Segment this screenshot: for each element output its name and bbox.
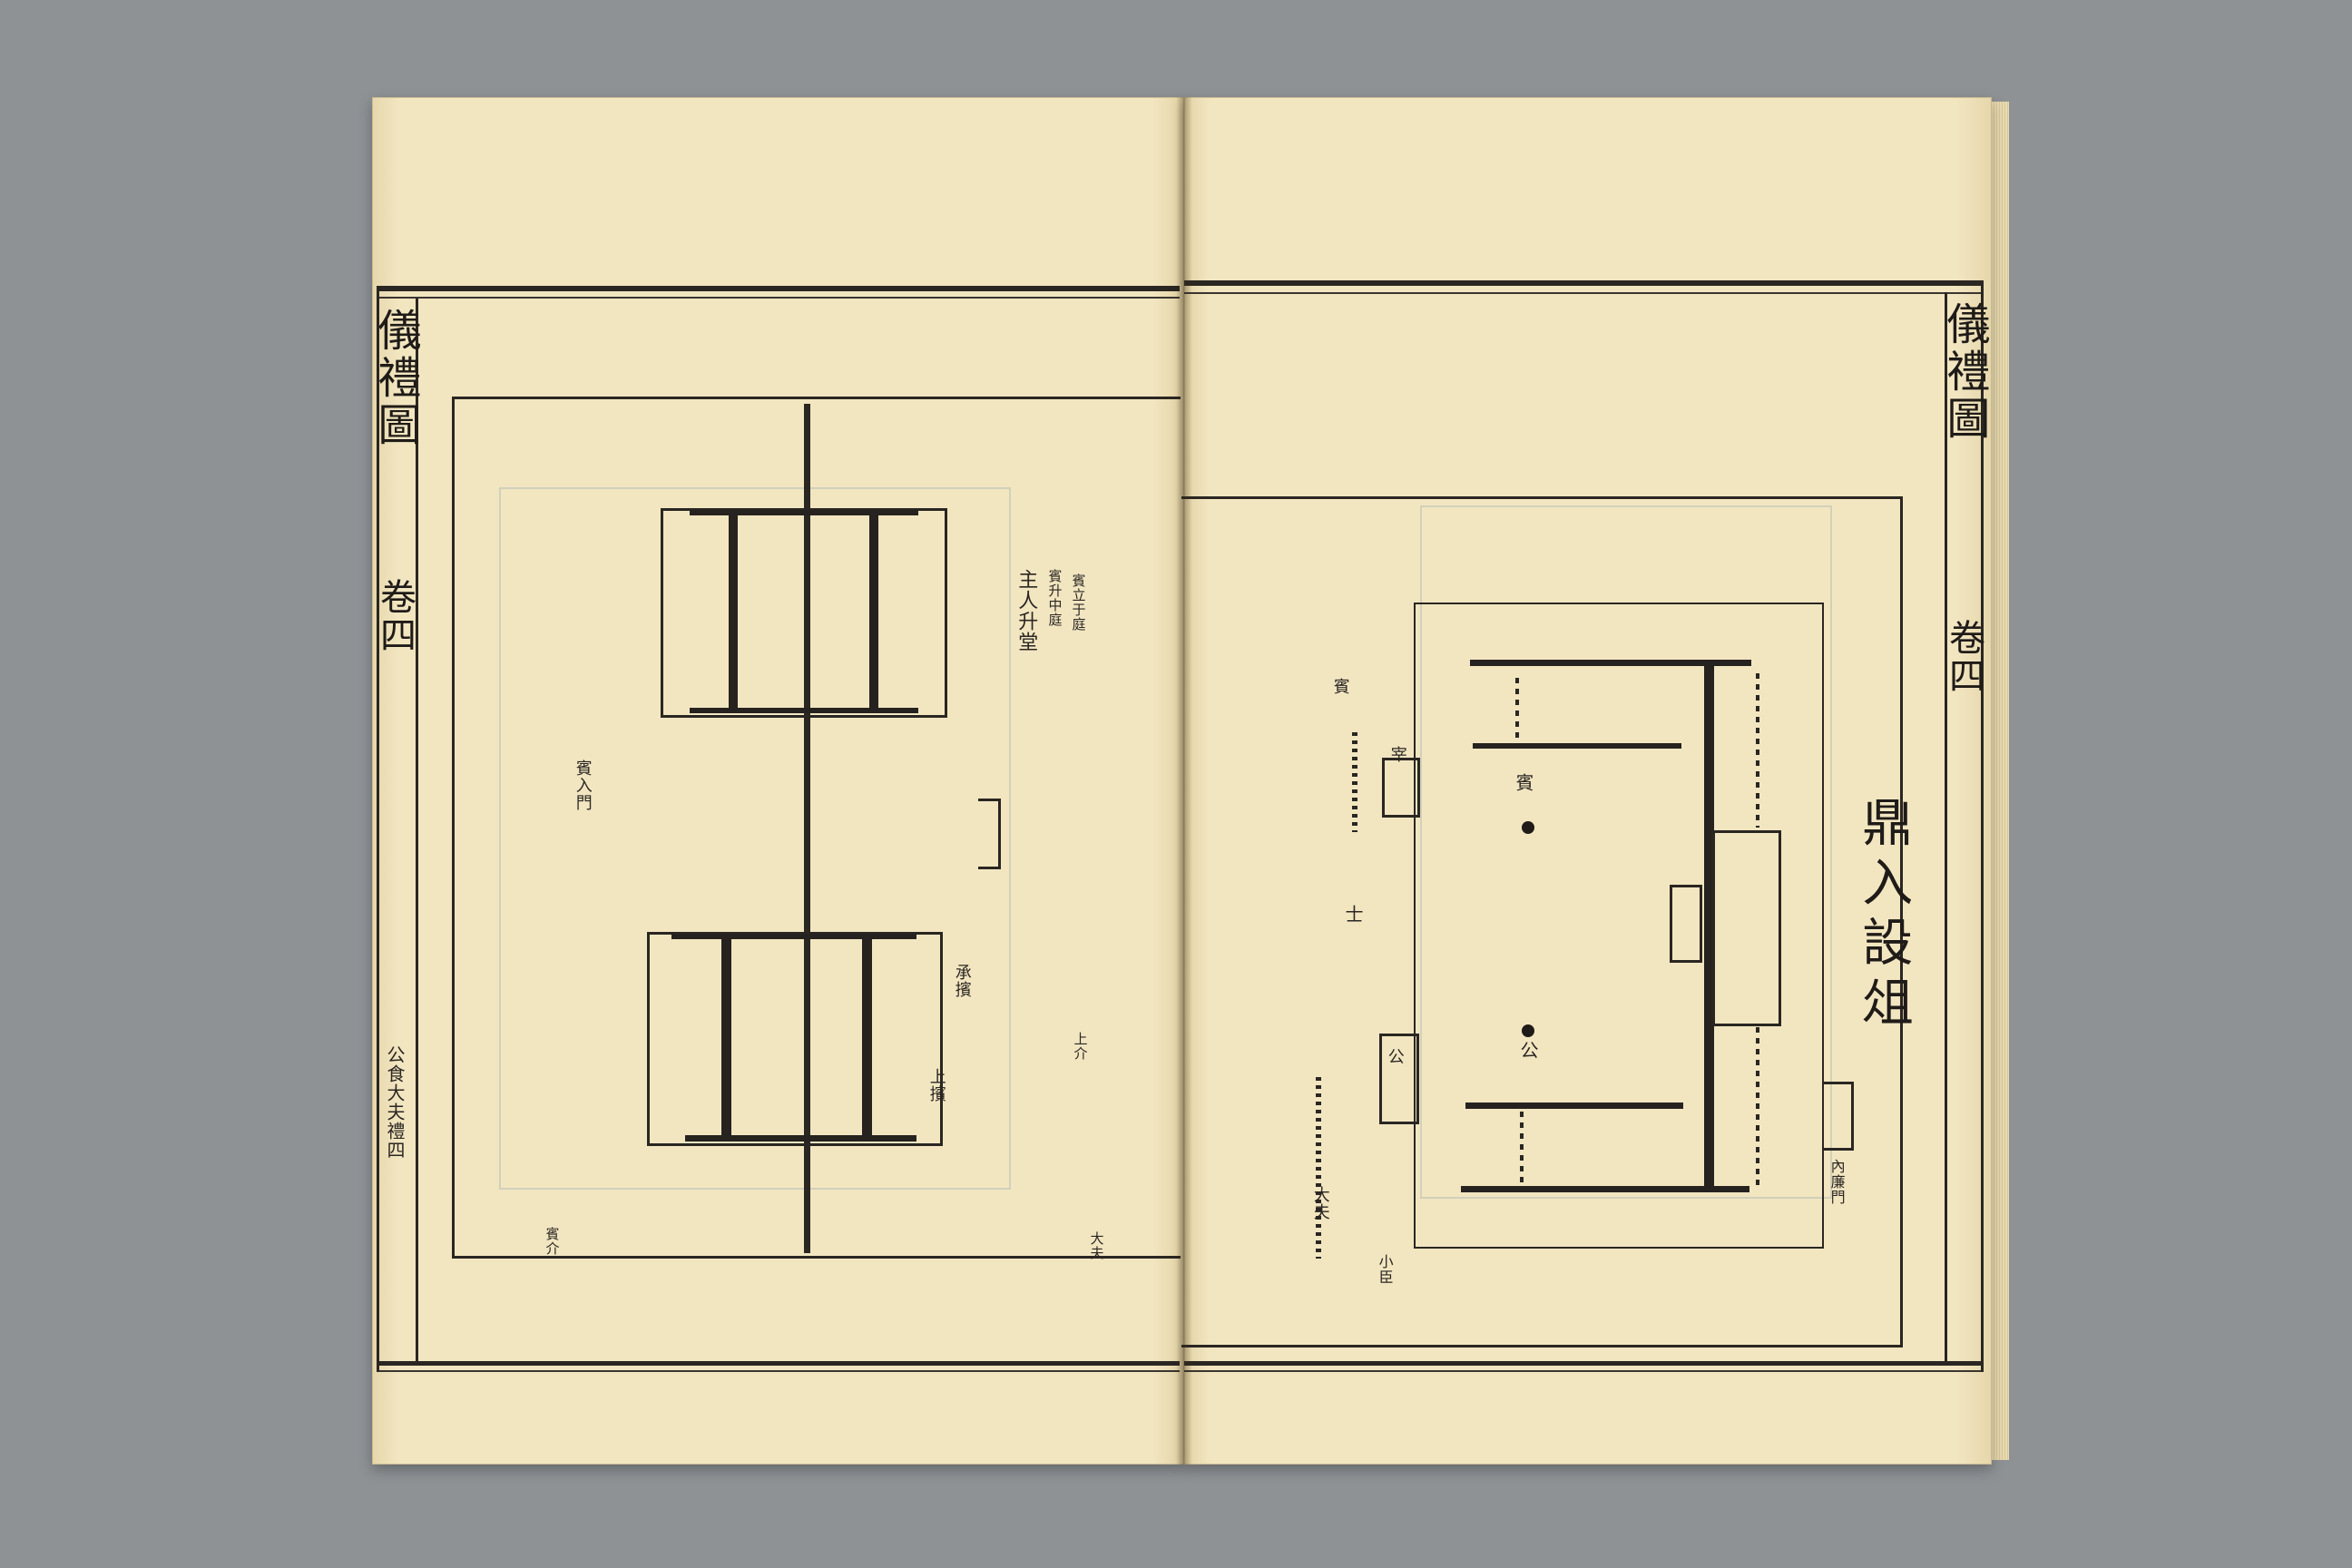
west-dotted-line-upper — [1515, 678, 1519, 741]
hall-top-beam-2 — [1473, 743, 1681, 749]
gate-box-lower — [1379, 1034, 1419, 1124]
right-volume-marker: 卷四 — [1943, 619, 1984, 695]
procession-dots-upper — [1352, 732, 1357, 832]
label-guest: 賓 — [1513, 773, 1534, 792]
hall-top-beam-1 — [1470, 660, 1751, 666]
margin-column-border — [1945, 292, 1947, 1365]
label-minor-official: 小臣 — [1376, 1254, 1394, 1285]
label-guest-mid-court: 賓升中庭 — [1046, 569, 1063, 627]
side-bracket — [1824, 1082, 1854, 1151]
right-margin-title: 儀禮圖 — [1938, 301, 1990, 443]
position-marker-bracket — [978, 799, 1001, 869]
east-dotted-line-upper — [1756, 673, 1759, 828]
label-guest-enters: 賓入門 — [573, 760, 593, 811]
label-grandees: 大夫 — [1310, 1186, 1330, 1220]
upper-hall-outline — [661, 508, 947, 718]
label-guest-attendant: 賓介 — [544, 1227, 561, 1256]
top-rule-thin — [377, 297, 1180, 299]
left-page: 儀禮圖 卷四 公食大夫禮四 主人升堂 賓升中庭 賓立于庭 賓入門 承擯 上擯 上… — [369, 97, 1184, 1465]
bottom-rule — [377, 1361, 1180, 1366]
label-upper-attendant: 上介 — [1072, 1032, 1089, 1061]
label-guest-outer: 賓 — [1330, 678, 1350, 695]
lower-hall-outline — [647, 932, 943, 1146]
lower-hall-pillar-left — [721, 936, 731, 1138]
left-volume-marker: 卷四 — [374, 578, 416, 654]
label-chief-usher: 上擯 — [926, 1068, 946, 1102]
east-dotted-line-lower — [1756, 1027, 1759, 1186]
lower-hall-pillar-right — [862, 936, 872, 1138]
label-assistant-usher: 承擯 — [952, 964, 972, 998]
left-diagram-frame — [452, 397, 1181, 1259]
east-chamber-box — [1712, 830, 1781, 1026]
upper-hall-top-beam — [690, 510, 918, 515]
right-diagram-frame — [1181, 496, 1903, 1348]
lower-hall-bottom-beam — [685, 1135, 916, 1142]
top-rule — [377, 286, 1180, 291]
bottom-rule — [1184, 1361, 1983, 1366]
upper-hall-pillar-right — [869, 513, 878, 710]
hall-east-pillar-line — [1704, 664, 1714, 1188]
diagram-title: 鼎入設俎 — [1853, 796, 1913, 1035]
bleed-through-ghost — [499, 487, 1011, 1190]
label-grandee: 大夫 — [1088, 1231, 1105, 1260]
label-guest-stands: 賓立于庭 — [1070, 573, 1087, 632]
procession-dots-lower — [1316, 1077, 1321, 1259]
top-rule — [1184, 280, 1983, 286]
hall-outline — [1414, 603, 1824, 1249]
upper-hall-pillar-left — [729, 513, 738, 710]
cauldron-marker — [1670, 885, 1702, 963]
bleed-through-ghost — [1420, 505, 1832, 1199]
label-duke: 公 — [1517, 1041, 1539, 1060]
right-page: 儀禮圖 卷四 鼎入設俎 賓 公 宰 賓 士 — [1181, 97, 1992, 1465]
hall-bottom-beam-2 — [1461, 1186, 1749, 1192]
lower-hall-top-beam — [671, 934, 916, 939]
top-rule-thin — [1184, 292, 1983, 294]
label-steward: 宰 — [1387, 746, 1407, 763]
bottom-rule-thin — [377, 1370, 1180, 1372]
left-margin-title: 儀禮圖 — [369, 308, 421, 449]
gate-box-upper — [1382, 758, 1420, 818]
guest-position-dot — [1522, 821, 1534, 834]
central-axis-line — [804, 404, 810, 1253]
bottom-rule-thin — [1184, 1370, 1983, 1372]
label-inner-gate: 內廉門 — [1828, 1159, 1846, 1205]
outer-right-border — [1981, 280, 1984, 1372]
label-duke-gate: 公 — [1385, 1048, 1405, 1065]
upper-hall-bottom-beam — [690, 708, 918, 713]
label-host-ascends: 主人升堂 — [1014, 569, 1038, 652]
page-edges — [1989, 102, 2009, 1460]
outer-left-border — [377, 286, 379, 1372]
label-officer: 士 — [1342, 905, 1364, 924]
duke-position-dot — [1522, 1024, 1534, 1037]
gutter-shadow — [1176, 97, 1192, 1465]
left-folio-number: 公食大夫禮四 — [384, 1045, 406, 1160]
hall-bottom-beam-1 — [1465, 1102, 1683, 1109]
margin-column-border — [416, 299, 418, 1365]
west-dotted-line-lower — [1520, 1112, 1524, 1184]
